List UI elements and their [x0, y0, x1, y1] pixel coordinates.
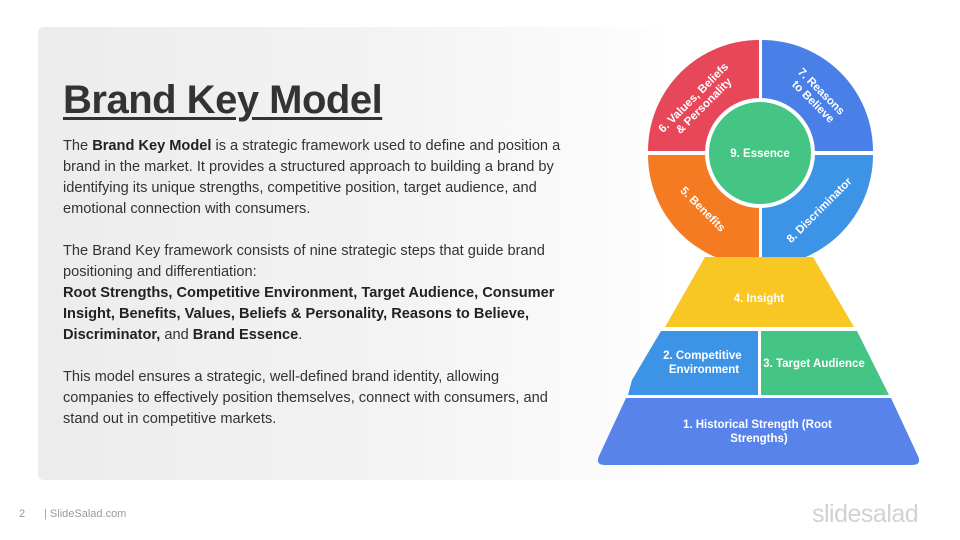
description-run: .	[298, 327, 303, 343]
brand-key-pyramid: 4. Insight 2. Competitive Environment 3.…	[597, 257, 920, 465]
page-title: Brand Key Model	[63, 78, 383, 122]
brand-key-wheel: 6. Values, Beliefs & Personality 7. Reas…	[648, 40, 873, 266]
description-run: Root Strengths, Competitive Environment,…	[63, 285, 555, 343]
description-run: Brand Key Model	[92, 138, 212, 154]
footer-site-link[interactable]: | SlideSalad.com	[44, 508, 127, 520]
wheel-center-essence	[709, 102, 811, 204]
description-run: The Brand Key framework consists of nine…	[63, 243, 545, 280]
pyramid-label-target: 3. Target Audience	[763, 358, 865, 370]
pyramid-tier-competitive	[628, 331, 758, 395]
description-paragraph-2: The Brand Key framework consists of nine…	[63, 241, 563, 346]
pyramid-tier-insight	[665, 257, 854, 327]
wheel-label-essence: 9. Essence	[730, 148, 789, 160]
slidesalad-logo: slidesalad	[812, 500, 919, 528]
pyramid-label-competitive: 2. Competitive Environment	[663, 350, 745, 376]
description-paragraph-1: The Brand Key Model is a strategic frame…	[63, 136, 563, 220]
pyramid-tier-historical	[597, 398, 920, 465]
pyramid-label-historical: 1. Historical Strength (Root Strengths)	[683, 419, 835, 445]
description-run: This model ensures a strategic, well-def…	[63, 369, 548, 427]
description-run: and	[160, 327, 193, 343]
description-paragraph-3: This model ensures a strategic, well-def…	[63, 367, 563, 430]
content-panel	[38, 27, 670, 480]
description-run: Brand Essence	[192, 327, 299, 343]
pyramid-label-insight: 4. Insight	[734, 293, 785, 305]
description-text: The Brand Key Model is a strategic frame…	[63, 136, 563, 451]
description-run: is a strategic framework used to define …	[63, 138, 561, 217]
page-number: 2	[19, 508, 26, 520]
pyramid-tier-target	[761, 331, 889, 395]
description-run: The	[63, 138, 93, 154]
